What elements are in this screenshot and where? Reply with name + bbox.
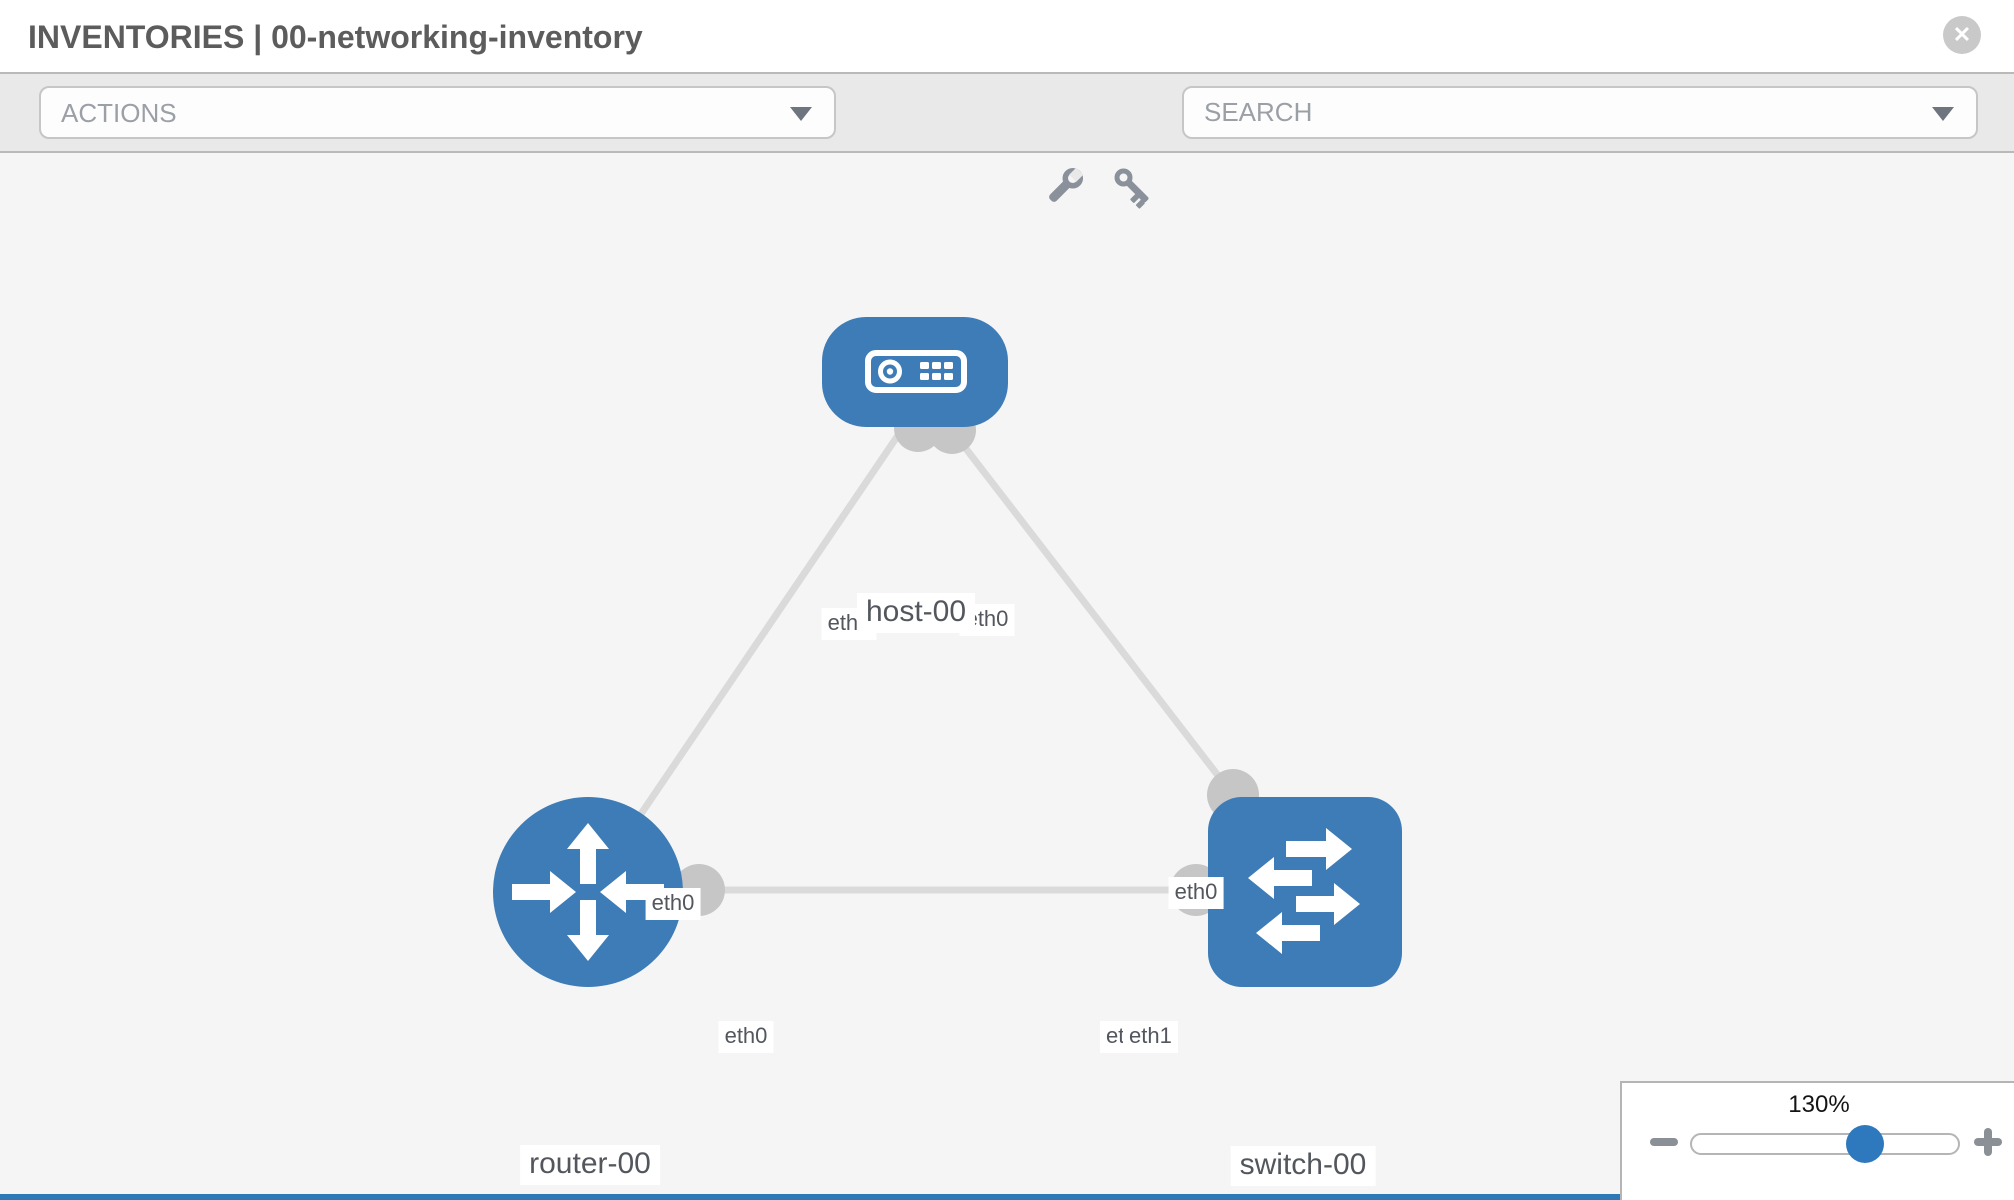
chevron-down-icon bbox=[1932, 107, 1954, 121]
node-switch[interactable] bbox=[1208, 797, 1402, 987]
header-bar: INVENTORIES | 00-networking-inventory ✕ bbox=[0, 0, 2014, 74]
switch-arrows-icon bbox=[1248, 828, 1360, 954]
node-label-router: router-00 bbox=[520, 1145, 660, 1185]
credentials-button[interactable] bbox=[1106, 160, 1160, 214]
zoom-panel: 130% bbox=[1620, 1081, 2014, 1200]
interface-label: eth0 bbox=[718, 1021, 774, 1053]
server-icon bbox=[865, 350, 967, 393]
bottom-accent-bar bbox=[0, 1194, 1620, 1200]
wrench-icon bbox=[1049, 167, 1084, 202]
link-host-switch[interactable] bbox=[946, 424, 1237, 799]
interface-label: eth0 bbox=[1168, 877, 1224, 909]
toolbar: ACTIONS bbox=[0, 74, 2014, 209]
zoom-slider-knob[interactable] bbox=[1846, 1125, 1884, 1163]
zoom-level: 130% bbox=[1788, 1091, 1850, 1118]
router-arrows-icon bbox=[512, 823, 664, 961]
close-icon: ✕ bbox=[1952, 22, 1972, 47]
search-input[interactable] bbox=[1184, 88, 1924, 137]
node-host[interactable] bbox=[822, 317, 1008, 427]
interface-label: eth1 bbox=[1123, 1021, 1178, 1053]
interface-label: eth0 bbox=[645, 888, 701, 920]
page-title: INVENTORIES | 00-networking-inventory bbox=[28, 19, 643, 55]
topology-canvas[interactable]: eth0 eth0 eth0 eth0 eth0 eth0 eth1 host-… bbox=[0, 153, 2014, 1200]
zoom-slider-track[interactable] bbox=[1690, 1133, 1960, 1155]
tools-button[interactable] bbox=[1038, 160, 1092, 214]
zoom-in-button[interactable] bbox=[1974, 1128, 2002, 1156]
node-router[interactable] bbox=[493, 797, 683, 987]
zoom-out-button[interactable] bbox=[1650, 1138, 1678, 1146]
close-button[interactable]: ✕ bbox=[1943, 16, 1981, 54]
search-box bbox=[1182, 86, 1978, 139]
topology-graph bbox=[493, 317, 1402, 987]
node-label-host: host-00 bbox=[856, 593, 976, 633]
key-icon bbox=[1114, 168, 1149, 209]
actions-select[interactable]: ACTIONS bbox=[39, 86, 836, 139]
actions-label: ACTIONS bbox=[61, 98, 177, 128]
node-label-switch: switch-00 bbox=[1230, 1146, 1376, 1186]
chevron-down-icon bbox=[790, 107, 812, 121]
